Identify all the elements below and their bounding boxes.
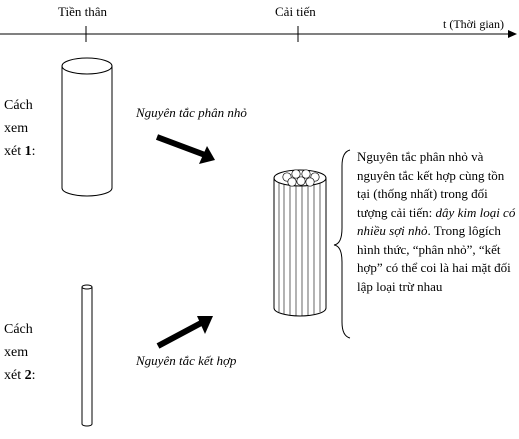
arrow-view-1	[155, 134, 215, 164]
principle-label-combination: Nguyên tắc kết hợp	[136, 353, 237, 368]
stranded-wire	[273, 169, 327, 317]
strand-ends	[282, 169, 320, 187]
curly-brace	[333, 149, 351, 339]
thick-cylinder	[61, 57, 113, 197]
view-2-label-line3: xét 2:	[4, 364, 36, 387]
principle-label-division: Nguyên tắc phân nhỏ	[136, 105, 247, 120]
view-2-label-line1: Cách	[4, 322, 33, 337]
description-part-2: . Trong lôgích hình thức, “phân nhỏ”, “k…	[357, 223, 511, 294]
view-1-label: Cách xem xét 1:	[4, 94, 36, 163]
view-1-label-prefix: xét	[4, 144, 25, 159]
description-example: dây kim loại có nhiều sợi nhỏ	[357, 204, 516, 239]
view-2-label-prefix: xét	[4, 368, 25, 383]
view-2-label-suffix: :	[31, 368, 36, 383]
view-2-label-line2: xem	[4, 345, 29, 360]
view-2-label: Cách xem xét 2:	[4, 318, 36, 387]
view-1-label-suffix: :	[31, 144, 36, 159]
view-2-number: 2	[24, 368, 32, 383]
time-axis	[0, 26, 510, 42]
thin-wire	[81, 284, 93, 427]
timeline-label-stage-1: Tiền thân	[58, 4, 107, 19]
description-part-1: Nguyên tắc phân nhỏ và nguyên tắc kết hợ…	[357, 149, 505, 220]
axis-arrowhead	[508, 30, 517, 38]
view-1-label-line1: Cách	[4, 98, 33, 113]
description-text: Nguyên tắc phân nhỏ và nguyên tắc kết hợ…	[357, 148, 517, 296]
view-1-label-line2: xem	[4, 121, 29, 136]
arrow-view-2	[156, 316, 213, 349]
view-1-number: 1	[24, 144, 32, 159]
view-1-label-line3: xét 1:	[4, 140, 36, 163]
time-axis-label: t (Thời gian)	[443, 17, 504, 31]
timeline-label-stage-2: Cải tiến	[275, 4, 316, 19]
